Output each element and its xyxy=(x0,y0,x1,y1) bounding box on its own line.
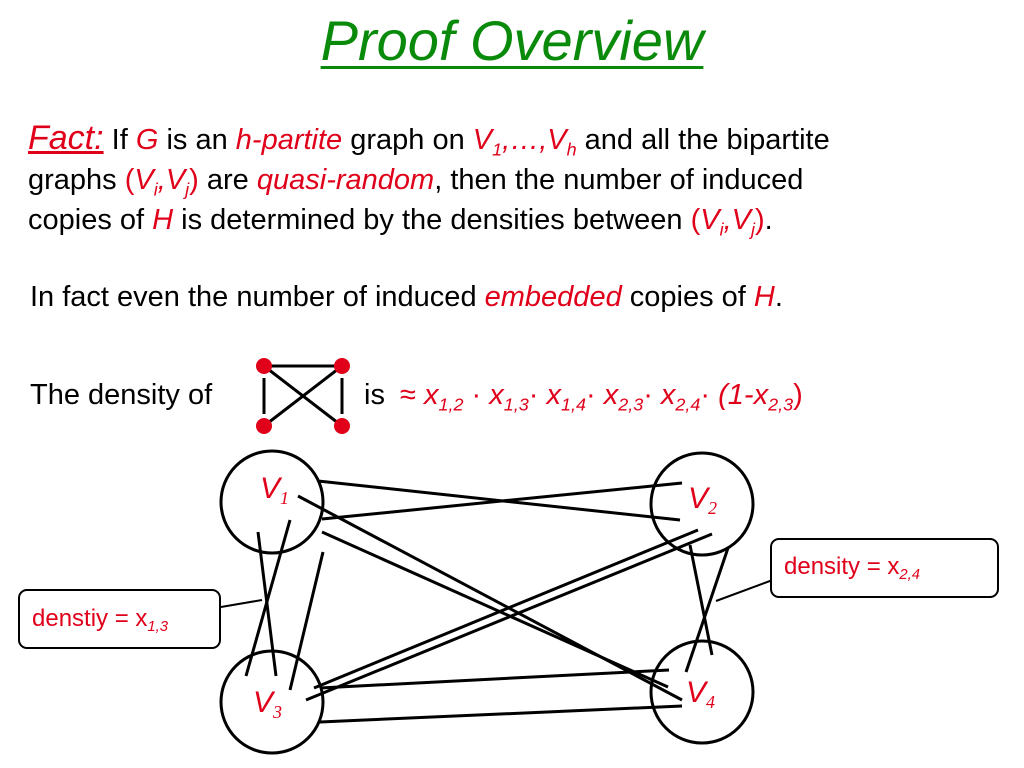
vertex-sets: V1,…,Vh xyxy=(472,124,577,160)
edge-v2-v3 xyxy=(305,532,713,702)
graph-H: H xyxy=(152,204,174,236)
callout-left-pointer xyxy=(220,599,263,608)
edge-v1-v4 xyxy=(321,530,669,689)
edge-v3-v4 xyxy=(319,704,683,724)
part-circles xyxy=(219,449,755,755)
edge-v1-v3 xyxy=(288,551,325,691)
edge-v2-v3 xyxy=(313,528,699,690)
graph-G: G xyxy=(135,124,159,156)
fact-paragraph: Fact: If G is an h-partite graph on V1,…… xyxy=(28,119,830,240)
graph-H-2: H xyxy=(753,281,775,313)
edge-v3-v4 xyxy=(319,668,670,690)
infact-paragraph: In fact even the number of induced embed… xyxy=(30,281,783,313)
density-is: is xyxy=(364,379,385,411)
part-v2 xyxy=(649,451,755,557)
node-label-v4: V4 xyxy=(686,676,715,712)
edge-v1-v3 xyxy=(244,519,292,677)
part-v3 xyxy=(219,649,325,755)
diagram-edges xyxy=(220,479,779,724)
h-vertex xyxy=(256,358,272,374)
edge-v1-v2 xyxy=(321,481,683,521)
embedded-term: embedded xyxy=(484,281,622,313)
density-prefix: The density of xyxy=(30,379,213,411)
h-vertex xyxy=(334,358,350,374)
callout-density-24: density = x2,4 xyxy=(770,538,999,598)
h-vertex xyxy=(334,418,350,434)
callout-density-13: denstiy = x1,3 xyxy=(18,589,221,649)
part-v4 xyxy=(649,639,755,745)
edge-v2-v4 xyxy=(684,547,730,673)
node-label-v1: V1 xyxy=(260,472,289,508)
h-edge-diag-2 xyxy=(263,364,343,428)
edge-v2-v4 xyxy=(688,544,714,656)
density-formula: ≈ x1,2 · x1,3· x1,4· x2,3· x2,4· (1-x2,3… xyxy=(400,379,803,415)
part-v1 xyxy=(219,449,325,555)
fact-label: Fact: xyxy=(28,119,104,157)
quasi-random-term: quasi-random xyxy=(256,164,435,196)
small-graph-H xyxy=(256,358,350,434)
slide-title: Proof Overview xyxy=(320,9,704,72)
pair-vi-vj: (Vi,Vj) xyxy=(124,164,199,200)
pair-vi-vj-2: (Vi,Vj) xyxy=(690,204,765,240)
node-label-v3: V3 xyxy=(253,686,282,722)
h-partite-term: h-partite xyxy=(235,124,343,156)
node-label-v2: V2 xyxy=(688,482,717,518)
callout-right-pointer xyxy=(715,577,779,602)
h-vertex xyxy=(256,418,272,434)
